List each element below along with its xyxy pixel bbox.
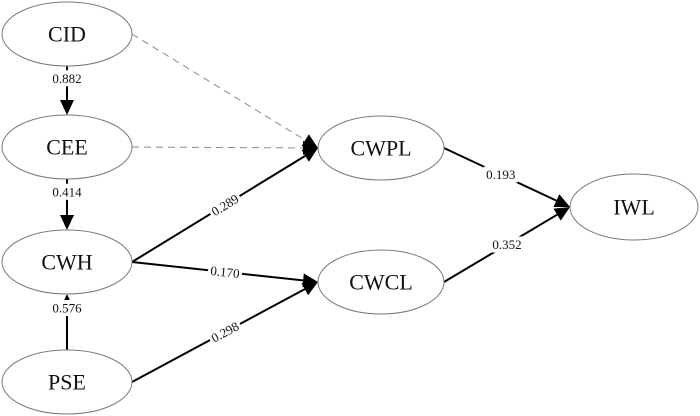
- edge-cee-to-cwpl: [131, 146, 304, 149]
- edge-label-background: [50, 300, 84, 316]
- edge-label-background: [490, 236, 524, 253]
- edge-cid-to-cwpl: [131, 33, 306, 141]
- edge-label-cwh-to-cwpl: 0.289: [206, 189, 244, 221]
- node-ellipse: [569, 173, 699, 241]
- node-pse: PSE: [1, 349, 133, 415]
- node-label: CEE: [46, 135, 88, 160]
- edge-label-background: [207, 262, 243, 282]
- edge-label-cwh-to-cwcl: 0.170: [207, 262, 243, 282]
- node-ellipse: [1, 1, 133, 67]
- arrowhead-cwpl-to-iwl: [553, 194, 570, 207]
- edge-coefficient: 0.882: [52, 71, 81, 86]
- arrowhead-pse-to-cwcl: [301, 282, 318, 296]
- edge-coefficient: 0.352: [492, 237, 521, 252]
- edge-label-cwcl-to-iwl: 0.352: [490, 236, 524, 253]
- edge-label-background: [206, 316, 244, 348]
- edge-label-pse-to-cwh: 0.576: [50, 300, 84, 316]
- node-iwl: IWL: [569, 173, 699, 241]
- edge-label-background: [50, 183, 84, 200]
- node-label: CWCL: [349, 270, 413, 295]
- edge-labels-layer: 0.882 0.414 0.576 0.289 0.170 0.298 0.193 0.352: [50, 70, 524, 348]
- node-ellipse: [317, 115, 445, 181]
- node-ellipse: [317, 249, 445, 315]
- edge-label-cid-to-cee: 0.882: [50, 70, 84, 87]
- edge-label-pse-to-cwcl: 0.298: [206, 316, 244, 348]
- node-cee: CEE: [1, 114, 133, 180]
- node-label: CWPL: [350, 136, 411, 161]
- node-label: PSE: [48, 370, 86, 395]
- edge-label-background: [206, 189, 244, 221]
- edges-layer: [60, 33, 570, 383]
- node-cid: CID: [1, 1, 133, 67]
- node-label: CWH: [41, 250, 92, 275]
- edge-label-background: [483, 166, 518, 183]
- arrowhead-cid-to-cee: [60, 100, 74, 115]
- edge-coefficient: 0.193: [486, 167, 515, 182]
- node-ellipse: [1, 229, 133, 295]
- edge-label-cwpl-to-iwl: 0.193: [483, 166, 518, 183]
- edge-coefficient: 0.414: [52, 184, 82, 199]
- arrowhead-cee-to-cwh: [60, 215, 74, 230]
- edge-coefficient: 0.298: [209, 318, 242, 345]
- edge-label-cee-to-cwh: 0.414: [50, 183, 84, 200]
- node-ellipse: [1, 349, 133, 415]
- node-label: IWL: [613, 195, 655, 220]
- node-cwh: CWH: [1, 229, 133, 295]
- arrowhead-cwcl-to-iwl: [553, 207, 570, 221]
- node-ellipse: [1, 114, 133, 180]
- node-cwpl: CWPL: [317, 115, 445, 181]
- edge-coefficient: 0.576: [52, 301, 82, 316]
- arrowhead-cee-to-cwpl: [302, 140, 318, 155]
- edge-coefficient: 0.170: [210, 263, 241, 281]
- node-cwcl: CWCL: [317, 249, 445, 315]
- edge-label-background: [50, 70, 84, 87]
- node-label: CID: [48, 22, 86, 47]
